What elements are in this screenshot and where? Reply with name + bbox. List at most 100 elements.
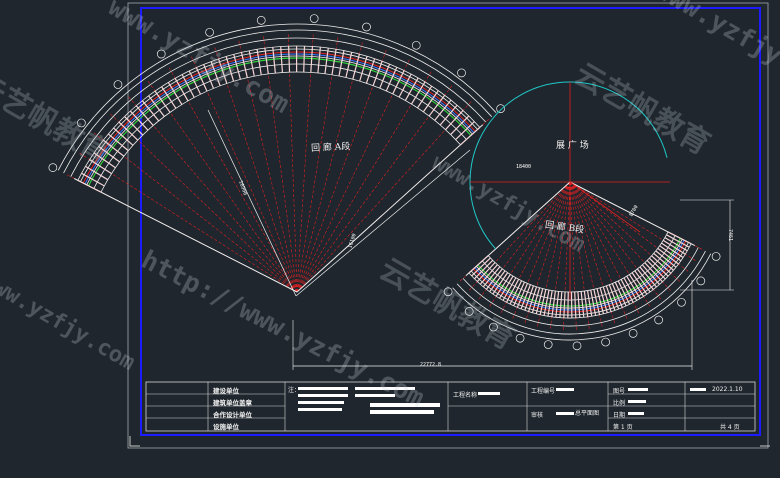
- corridor-a-rafter: [359, 56, 368, 82]
- tb-total-label: 共 4 页: [720, 424, 740, 431]
- corridor-a-rafter: [404, 77, 419, 101]
- corridor-b-rafter: [666, 234, 690, 248]
- corridor-b-grid-bubble: [543, 340, 553, 349]
- corridor-b-rafter: [482, 266, 501, 288]
- corridor-a-arc: [70, 37, 487, 177]
- corridor-b-rafter: [662, 239, 686, 255]
- corridor-a-rafter: [188, 70, 202, 95]
- overall-dimensions: [207, 109, 734, 370]
- tb-project-label: 工程名称: [453, 392, 478, 399]
- corridor-b-rafter: [509, 280, 523, 305]
- tb-sheet-label: 图号: [613, 388, 626, 395]
- corridor-a-grid-bubble: [77, 118, 86, 128]
- corridor-b-arc: [456, 250, 706, 335]
- tb-number-label: 工程编号: [531, 388, 556, 395]
- corridor-b-rafter: [599, 287, 608, 313]
- corridor-b-rafter: [602, 286, 612, 312]
- corridor-b-rafter: [644, 262, 663, 283]
- corridor-b-rafter: [667, 231, 692, 245]
- overall-width-dim: 22772.8: [420, 362, 442, 368]
- tb-notes-line-7: [370, 403, 440, 407]
- corridor-a-rafter: [195, 67, 208, 92]
- corridor-a-rafter: [256, 49, 262, 76]
- corridor-b-rafter: [634, 270, 651, 293]
- corridor-a-grid-bubble: [156, 49, 166, 59]
- corridor-b-rafter: [535, 288, 544, 314]
- corridor-b-grid-bubble: [628, 329, 638, 338]
- corridor-b-rafter: [653, 252, 674, 271]
- tb-scale-label: 比例: [613, 400, 626, 407]
- corridor-b-rafter: [626, 275, 641, 299]
- corridor-a-arc: [77, 45, 481, 181]
- corridor-b-rafter: [471, 257, 491, 277]
- corridor-b-rafter: [641, 264, 660, 285]
- corridor-b-rafter: [516, 283, 528, 308]
- drawing-frame: [140, 7, 761, 436]
- corridor-b-rafter: [580, 291, 585, 318]
- corridor-b-rafter: [617, 280, 631, 305]
- corridor-b-grid-bubble: [572, 341, 582, 351]
- corridor-a-radial-line: [262, 34, 298, 293]
- corridor-a-radial-line: [237, 38, 298, 293]
- corridor-b-radial-line: [488, 181, 571, 309]
- corridor-b-grid-bubble: [677, 297, 686, 307]
- corridor-a-rafter: [428, 94, 446, 117]
- corridor-b-rafter: [623, 277, 638, 301]
- corridor-a-rafter: [248, 50, 255, 77]
- tb-notes-line-6: [355, 394, 395, 397]
- corridor-a-rafter: [233, 54, 242, 80]
- corridor-a-arc: [63, 29, 493, 174]
- tb-page-label: 第 1 页: [613, 424, 633, 431]
- corridor-b-arc: [468, 243, 692, 319]
- tb-code-value: [690, 388, 706, 391]
- corridor-a-rafter: [89, 159, 112, 175]
- corridor-b-rafter: [651, 255, 672, 274]
- corridor-a-radial-line: [190, 54, 298, 293]
- corridor-a-rafter: [135, 105, 154, 126]
- corridor-a-beam-blue: [84, 53, 475, 185]
- title-block: [145, 381, 756, 432]
- corridor-a-rafter: [225, 56, 235, 82]
- corridor-a-rafter: [434, 99, 452, 121]
- corridor-a-rafter: [439, 104, 458, 126]
- corridor-a-rafter: [161, 86, 177, 109]
- corridor-b-rafter: [611, 283, 623, 308]
- corridor-a-grid-bubble: [496, 104, 505, 114]
- corridor-b-rafter: [513, 281, 526, 307]
- corridor-a-grid-bubble: [113, 80, 123, 89]
- corridor-b-rafter: [590, 289, 597, 316]
- corridor-b-grid-bubble: [489, 322, 498, 332]
- corridor-a-rafter: [174, 78, 189, 102]
- corridor-b-rafter: [539, 289, 547, 315]
- corridor-a-rafter: [77, 179, 102, 193]
- corridor-b-rafter: [608, 284, 620, 310]
- corridor-a-rafter: [310, 46, 314, 73]
- corridor-a-rafter: [217, 58, 228, 84]
- corridor-b-rafter: [524, 285, 535, 311]
- corridor-b-rafter: [528, 286, 538, 312]
- corridor-b-radial-line: [562, 181, 571, 332]
- corridor-b-arc: [487, 231, 669, 293]
- corridor-a-radial-line: [287, 32, 298, 293]
- corridor-b-rafter: [506, 279, 520, 303]
- corridor-b-arc: [462, 247, 699, 327]
- corridor-a-grid-bubble: [256, 15, 266, 25]
- corridor-b-rafter: [495, 274, 511, 297]
- corridor-b-rafter: [636, 268, 654, 290]
- corridor-b-rafter: [648, 257, 669, 277]
- corridor-a-rafter: [240, 52, 248, 78]
- corridor-a-rafter: [129, 110, 149, 131]
- corridor-a-rafter: [324, 47, 329, 74]
- corridor-b-rafter: [468, 255, 489, 274]
- corridor-b-rafter: [657, 247, 679, 265]
- tb-project-value: [478, 392, 500, 395]
- corridor-a-edge-line: [296, 124, 484, 293]
- corridor-a-beam-green: [87, 57, 472, 187]
- corridor-b-rafter: [628, 274, 645, 297]
- corridor-b-rafter: [639, 266, 657, 288]
- corridor-b-rafter: [474, 259, 494, 280]
- tb-notes-heading: 注：: [288, 387, 301, 394]
- corridor-a-rafter: [203, 64, 215, 89]
- corridor-a-left-edge-dim: [207, 109, 297, 297]
